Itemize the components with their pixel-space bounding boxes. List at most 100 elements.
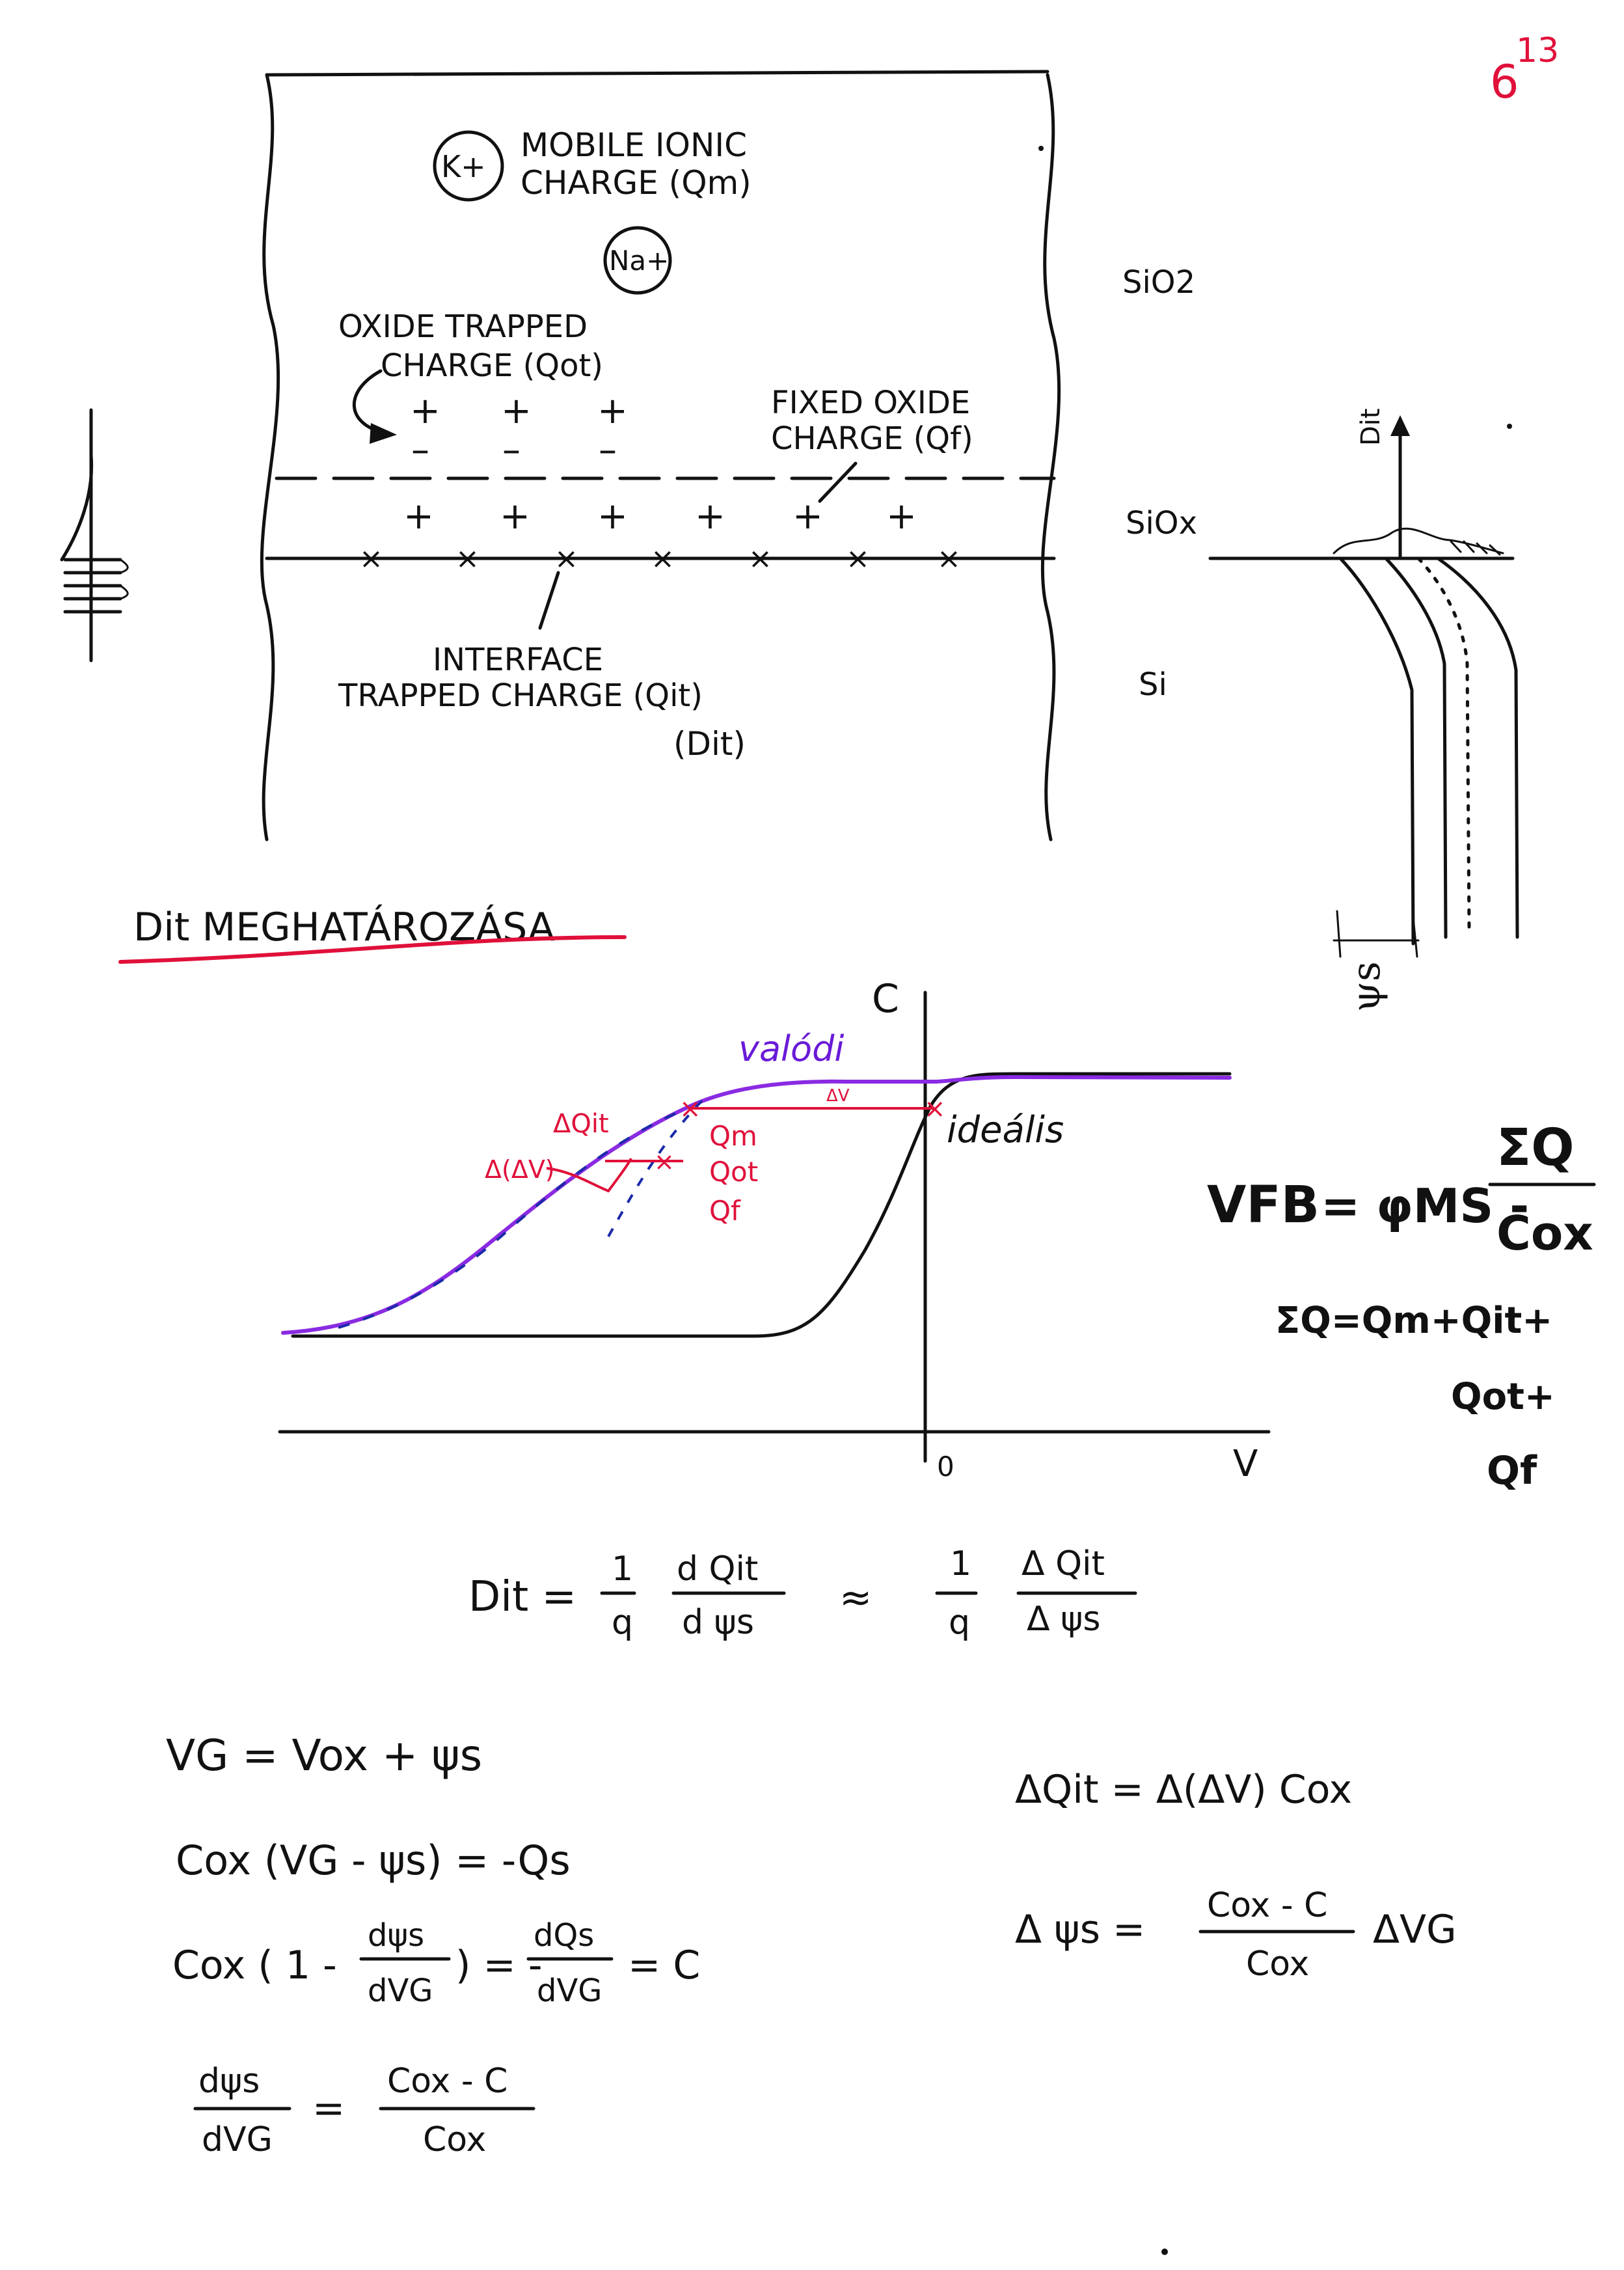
svg-text:×: × xyxy=(359,542,383,575)
eq-delta-psi-num: Cox - C xyxy=(1207,1886,1327,1925)
dit-approx: ≈ xyxy=(839,1575,872,1620)
section-title: Dit MEGHATÁROZÁSA xyxy=(133,904,555,950)
sum-q-line3: Qf xyxy=(1487,1448,1537,1494)
cross-mark-lower: × xyxy=(654,1147,675,1176)
left-equations: VG = Vox + ψs Cox (VG - ψs) = -Qs Cox ( … xyxy=(166,1730,700,2159)
eq-delta-psi-lhs: Δ ψs = xyxy=(1015,1907,1145,1952)
right-equations: ΔQit = Δ(ΔV) Cox Δ ψs = Cox - C Cox ΔVG xyxy=(1015,1767,1457,1984)
layer-sio2: SiO2 xyxy=(1122,264,1195,301)
eq3-num2: dQs xyxy=(534,1917,594,1954)
dit-frac1-den: q xyxy=(612,1603,633,1642)
eq-vg: VG = Vox + ψs xyxy=(166,1730,482,1781)
cross-mark-upper: × xyxy=(679,1094,701,1124)
na-ion-label: Na+ xyxy=(609,245,669,277)
dit-lhs: Dit = xyxy=(468,1573,576,1621)
fixed-oxide-line2: CHARGE (Qf) xyxy=(771,420,973,457)
svg-text:×: × xyxy=(455,542,480,575)
interface-arrow xyxy=(538,571,560,630)
oxide-trapped-line2: CHARGE (Qot) xyxy=(381,348,603,384)
x-axis-label: V xyxy=(1233,1443,1258,1485)
na-ion-circle xyxy=(603,226,672,295)
layer-si: Si xyxy=(1139,666,1167,703)
origin-label: 0 xyxy=(937,1451,954,1483)
dit-frac4-num: Δ Qit xyxy=(1022,1544,1105,1583)
dit-frac2-den: d ψs xyxy=(682,1603,754,1642)
oxide-right-edge xyxy=(1040,73,1061,841)
oxide-trapped-charges: +++ ––– xyxy=(410,390,628,471)
k-ion-circle xyxy=(433,130,504,202)
eq3-den2: dVG xyxy=(537,1973,602,2009)
vfb-lhs: VFB xyxy=(1207,1176,1320,1235)
psi-s-label: ψs xyxy=(1344,961,1389,1012)
dit-frac2-num: d Qit xyxy=(677,1550,758,1589)
dit-frac3-den: q xyxy=(949,1603,970,1642)
eq-delta-psi-den: Cox xyxy=(1246,1945,1309,1984)
svg-text:+: + xyxy=(501,390,532,432)
eq3-mid: ) = - xyxy=(455,1943,542,1988)
svg-text:–: – xyxy=(599,429,617,471)
real-curve xyxy=(281,1074,1232,1335)
eq4-den: dVG xyxy=(202,2120,273,2159)
oxide-top-edge xyxy=(265,70,1049,77)
svg-text:+: + xyxy=(597,495,628,538)
charge-qot-label: Qot xyxy=(709,1156,758,1188)
sum-q-line1: ΣQ=Qm+Qit+ xyxy=(1275,1300,1552,1342)
eq-delta-psi-suffix: ΔVG xyxy=(1373,1907,1457,1952)
eq4-rnum: Cox - C xyxy=(387,2062,508,2101)
eq3-suffix: = C xyxy=(628,1943,700,1988)
stray-dot xyxy=(1507,424,1512,429)
fixed-oxide-charges: +++ +++ xyxy=(403,495,917,538)
eq-delta-qit: ΔQit = Δ(ΔV) Cox xyxy=(1015,1767,1352,1812)
band-curve-2 xyxy=(1384,556,1448,939)
sum-q-line2: Qot+ xyxy=(1451,1376,1555,1418)
eq4-rden: Cox xyxy=(423,2120,486,2159)
dit-axis-label: Dit xyxy=(1356,408,1386,446)
fixed-oxide-line1: FIXED OXIDE xyxy=(771,385,970,421)
page-number: 6 xyxy=(1490,55,1519,109)
svg-text:×: × xyxy=(846,542,870,575)
ideal-curve-label: ideális xyxy=(947,1109,1064,1151)
real-curve-label: valódi xyxy=(738,1028,844,1069)
real-curve-ink-overlay xyxy=(338,1106,690,1329)
charge-qm-label: Qm xyxy=(709,1120,757,1152)
stray-dot xyxy=(1161,2249,1168,2255)
k-ion-label: K+ xyxy=(441,149,486,184)
oxide-cross-section: K+ MOBILE IONIC CHARGE (Qm) Na+ OXIDE TR… xyxy=(260,70,1197,841)
delta-delta-v-label: Δ(ΔV) xyxy=(485,1155,555,1184)
svg-text:×: × xyxy=(937,542,961,575)
charge-qf-label: Qf xyxy=(709,1195,741,1227)
oxide-trapped-line1: OXIDE TRAPPED xyxy=(338,308,588,345)
eq4-num: dψs xyxy=(198,2062,260,2101)
dit-definition: Dit = 1 q d Qit d ψs ≈ 1 q Δ Qit Δ ψs xyxy=(468,1544,1137,1642)
dit-paren-label: (Dit) xyxy=(673,725,746,763)
svg-text:–: – xyxy=(502,429,521,471)
ideal-curve xyxy=(291,1072,1232,1338)
delta-qit-label: ΔQit xyxy=(553,1109,609,1139)
svg-text:–: – xyxy=(411,429,429,471)
vfb-eq: = φMS - xyxy=(1321,1179,1529,1233)
eq3-num: dψs xyxy=(368,1917,424,1954)
svg-text:+: + xyxy=(886,495,917,538)
eq3-den: dVG xyxy=(368,1973,433,2009)
vfb-formula: VFB = φMS - ΣQ Cox ΣQ=Qm+Qit+ Qot+ Qf xyxy=(1207,1119,1596,1494)
stray-dot xyxy=(1038,146,1044,151)
band-curve-dotted xyxy=(1416,556,1471,933)
svg-text:+: + xyxy=(500,495,530,538)
svg-text:+: + xyxy=(792,495,823,538)
cross-mark-ideal: × xyxy=(924,1094,946,1124)
eq3-prefix: Cox ( 1 - xyxy=(172,1943,337,1988)
coil-sketch-icon xyxy=(60,408,129,663)
dit-frac4-den: Δ ψs xyxy=(1027,1600,1101,1639)
delta-v-label: ΔV xyxy=(826,1086,850,1106)
oxide-left-edge xyxy=(260,73,280,841)
y-axis-label: C xyxy=(872,976,899,1022)
page-number-superscript: 13 xyxy=(1516,31,1559,70)
eq4-eq: = xyxy=(312,2086,345,2131)
svg-text:+: + xyxy=(403,495,434,538)
eq-cox-vg: Cox (VG - ψs) = -Qs xyxy=(176,1837,571,1884)
svg-text:+: + xyxy=(410,390,440,432)
vfb-numerator: ΣQ xyxy=(1496,1119,1575,1177)
mobile-charge-line2: CHARGE (Qm) xyxy=(521,164,751,202)
dit-frac3-num: 1 xyxy=(950,1544,971,1583)
